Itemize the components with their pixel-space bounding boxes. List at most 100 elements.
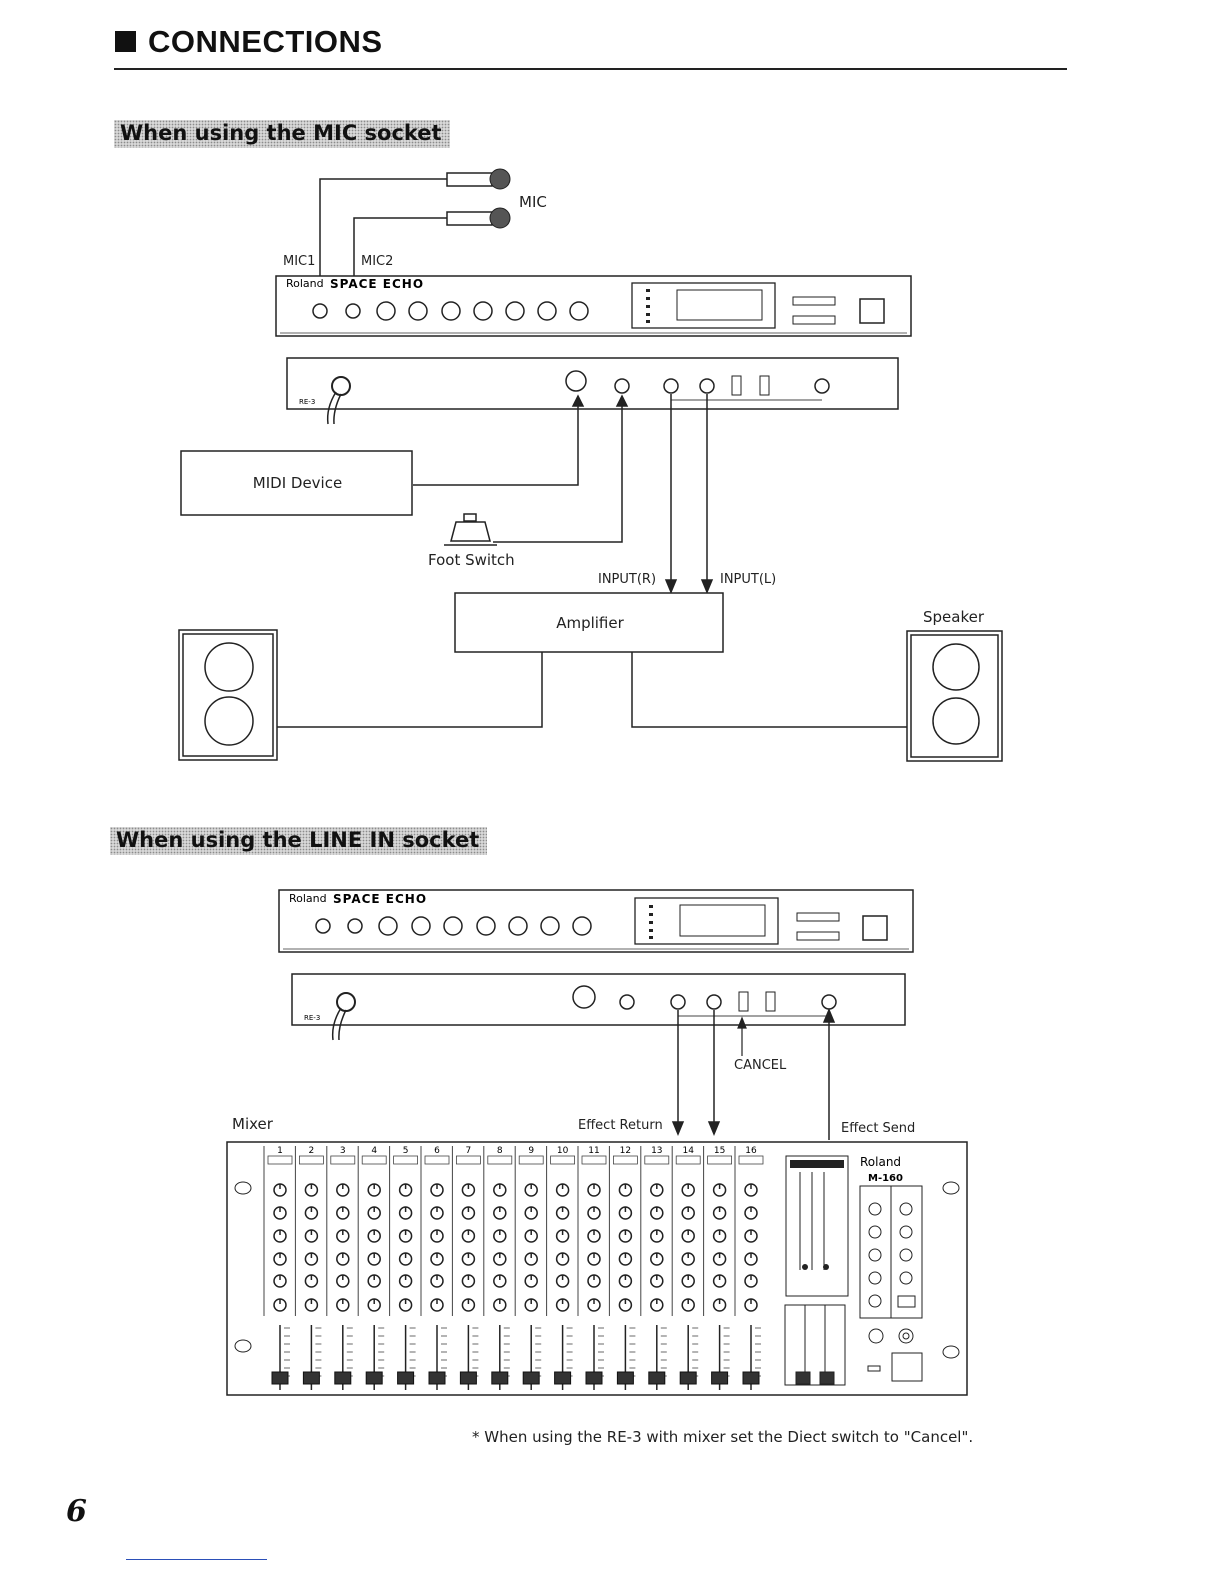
cancel-label: CANCEL (734, 1058, 787, 1073)
amplifier-label: Amplifier (556, 614, 624, 632)
channel-fader-cap (428, 1371, 446, 1385)
channel-input-select (518, 1155, 544, 1165)
output-cables (664, 394, 714, 594)
space-echo-rear-panel-2: RE-3 (291, 973, 906, 1041)
svg-text:M-160: M-160 (868, 1173, 903, 1184)
channel-fader-cap (365, 1371, 383, 1385)
footnote: * When using the RE-3 with mixer set the… (472, 1428, 974, 1446)
mixer-channel-strip: 10 (546, 1146, 575, 1390)
channel-input-select (298, 1155, 324, 1165)
svg-text:RE-3: RE-3 (304, 1014, 320, 1022)
channel-number-label: 9 (528, 1146, 534, 1156)
microphone-2-icon (446, 207, 511, 229)
page-number: 6 (66, 1494, 87, 1529)
mixer-cables (671, 1008, 836, 1140)
channel-number-label: 13 (651, 1146, 662, 1156)
mixer-channel-strip: 11 (577, 1146, 607, 1390)
svg-text:Roland: Roland (286, 277, 324, 290)
channel-input-select (455, 1155, 481, 1165)
mixer-channel-strip: 9 (514, 1146, 544, 1390)
header-bullet (115, 31, 136, 52)
svg-text:SPACE ECHO: SPACE ECHO (333, 892, 427, 906)
channel-fader-cap (585, 1371, 603, 1385)
channel-number-label: 14 (682, 1146, 694, 1156)
channel-input-select (330, 1155, 356, 1165)
effect-send-label: Effect Send (841, 1121, 916, 1136)
channel-fader-cap (648, 1371, 666, 1385)
foot-switch-label: Foot Switch (428, 551, 515, 569)
mic-label: MIC (519, 193, 547, 211)
svg-text:Roland: Roland (860, 1155, 901, 1169)
header-divider (114, 68, 1067, 70)
channel-fader-cap (679, 1371, 697, 1385)
bottom-divider (126, 1559, 267, 1560)
page-title: CONNECTIONS (148, 24, 383, 59)
mixer-channel-strip: 5 (389, 1146, 419, 1390)
midi-device-box (180, 450, 413, 516)
speaker-left-icon (178, 629, 278, 761)
mixer-label: Mixer (232, 1115, 273, 1133)
mixer-channel-strip: 1 (263, 1146, 293, 1390)
section-title-line-in: When using the LINE IN socket (110, 827, 488, 855)
channel-input-select (361, 1155, 387, 1165)
speaker-label: Speaker (923, 608, 985, 626)
foot-switch-icon (444, 513, 497, 546)
channel-number-label: 2 (309, 1146, 315, 1156)
channel-input-select (393, 1155, 419, 1165)
mixer-channel-strip: 14 (671, 1146, 701, 1390)
channel-number-label: 7 (466, 1146, 472, 1156)
mixer-channel-strip: 16 (734, 1146, 764, 1390)
mixer-channel-strip: 4 (357, 1146, 387, 1390)
effect-return-label: Effect Return (578, 1118, 663, 1133)
channel-fader-cap (742, 1371, 760, 1385)
mixer-channel-strip: 13 (640, 1146, 670, 1390)
space-echo-front-panel: Roland SPACE ECHO (275, 275, 912, 337)
channel-number-label: 3 (340, 1146, 346, 1156)
mixer-channel-strip: 12 (608, 1146, 638, 1390)
mic-connection-diagram: Roland SPACE ECHO RE-3 (178, 168, 1003, 762)
channel-number-label: 16 (745, 1146, 757, 1156)
control-cables (413, 394, 629, 543)
channel-input-select (675, 1155, 701, 1165)
speaker-right-icon (906, 630, 1003, 762)
channel-input-select (707, 1155, 732, 1165)
channel-fader-cap (554, 1371, 572, 1385)
channel-number-label: 10 (557, 1146, 569, 1156)
section-title-mic: When using the MIC socket (114, 120, 450, 148)
channel-input-select (581, 1155, 607, 1165)
channel-input-select (424, 1155, 450, 1165)
channel-number-label: 15 (714, 1146, 725, 1156)
mixer-channel-strip: 2 (294, 1146, 324, 1390)
mic1-label: MIC1 (283, 254, 316, 269)
channel-number-label: 4 (371, 1146, 377, 1156)
channel-fader-cap (302, 1371, 320, 1385)
channel-number-label: 5 (403, 1146, 409, 1156)
amplifier-box (454, 592, 724, 653)
channel-number-label: 1 (277, 1146, 283, 1156)
svg-text:RE-3: RE-3 (299, 398, 315, 406)
channel-fader-cap (397, 1371, 415, 1385)
channel-fader-cap (711, 1371, 729, 1385)
mixer-channel-strip: 8 (483, 1146, 513, 1390)
channel-input-select (613, 1155, 638, 1165)
mixer-channel-strip: 3 (326, 1146, 356, 1390)
mixer-channel-strip: 15 (703, 1146, 732, 1390)
input-l-label: INPUT(L) (720, 572, 777, 587)
mixer-channel-strip: 7 (451, 1146, 481, 1390)
channel-input-select (644, 1155, 670, 1165)
channel-input-select (487, 1155, 513, 1165)
line-in-connection-diagram: Roland SPACE ECHO RE-3 (226, 889, 968, 1396)
channel-input-select (738, 1155, 764, 1165)
channel-number-label: 8 (497, 1146, 503, 1156)
speaker-cables (277, 652, 907, 728)
channel-number-label: 12 (620, 1146, 631, 1156)
svg-text:Roland: Roland (289, 892, 327, 905)
channel-input-select (550, 1155, 575, 1165)
channel-fader-cap (459, 1371, 477, 1385)
svg-text:SPACE ECHO: SPACE ECHO (330, 277, 424, 291)
space-echo-rear-panel: RE-3 (286, 357, 899, 425)
input-r-label: INPUT(R) (598, 572, 657, 587)
channel-fader-cap (616, 1371, 634, 1385)
channel-fader-cap (334, 1371, 352, 1385)
